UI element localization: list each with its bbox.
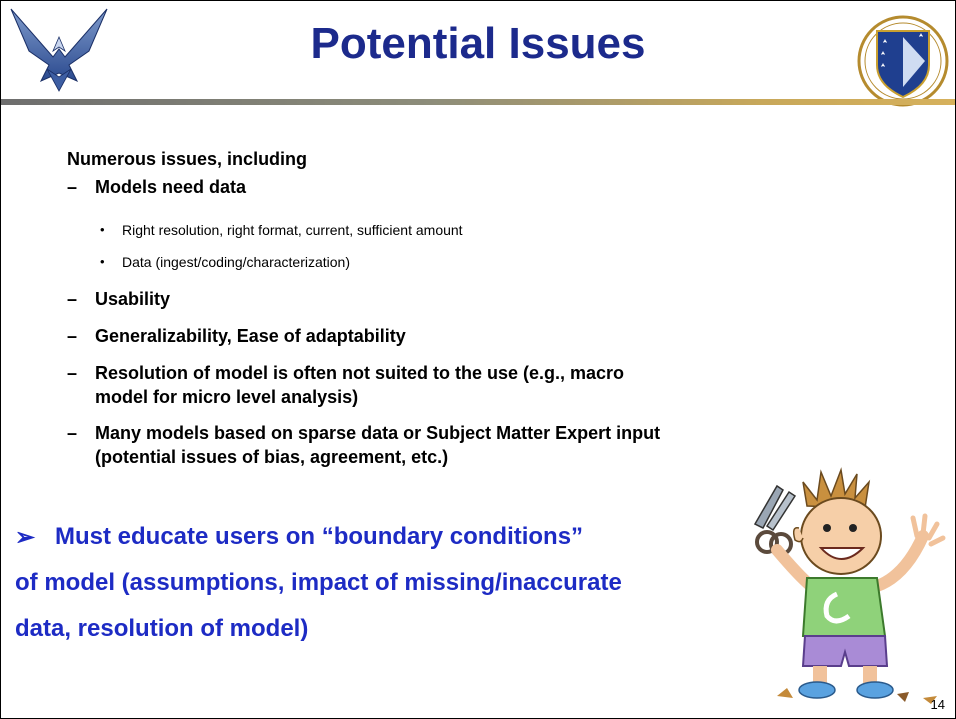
sub-list-item: Data (ingest/coding/characterization) (122, 254, 351, 270)
title-divider (1, 99, 955, 105)
sub-list-item: Right resolution, right format, current,… (122, 222, 463, 238)
intro-text: Numerous issues, including (67, 149, 308, 169)
page-number: 14 (930, 697, 945, 712)
dot-bullet: • (100, 222, 105, 237)
list-item-line: model for micro level analysis) (95, 387, 359, 407)
list-item-line: (potential issues of bias, agreement, et… (95, 447, 449, 467)
callout-line: data, resolution of model) (15, 615, 309, 642)
list-item-line: Resolution of model is often not suited … (95, 363, 625, 383)
scissors-icon (753, 484, 797, 556)
afrl-shield-logo-icon (857, 15, 949, 107)
dash-bullet: – (67, 289, 78, 309)
callout-line: of model (assumptions, impact of missing… (15, 569, 622, 596)
dash-bullet: – (67, 326, 78, 346)
dash-bullet: – (67, 177, 78, 197)
arrow-bullet-icon: ➢ (15, 524, 36, 551)
page-title: Potential Issues (310, 19, 646, 68)
list-item: Generalizability, Ease of adaptability (95, 326, 406, 346)
cartoon-kid-with-scissors-icon (753, 467, 946, 704)
dot-bullet: • (100, 254, 105, 269)
air-force-wings-logo-icon (10, 8, 108, 92)
list-item: Models need data (95, 177, 247, 197)
list-item-line: Many models based on sparse data or Subj… (95, 423, 661, 443)
dash-bullet: – (67, 363, 78, 383)
list-item: Usability (95, 289, 171, 309)
callout-line: Must educate users on “boundary conditio… (55, 523, 584, 550)
dash-bullet: – (67, 423, 78, 443)
